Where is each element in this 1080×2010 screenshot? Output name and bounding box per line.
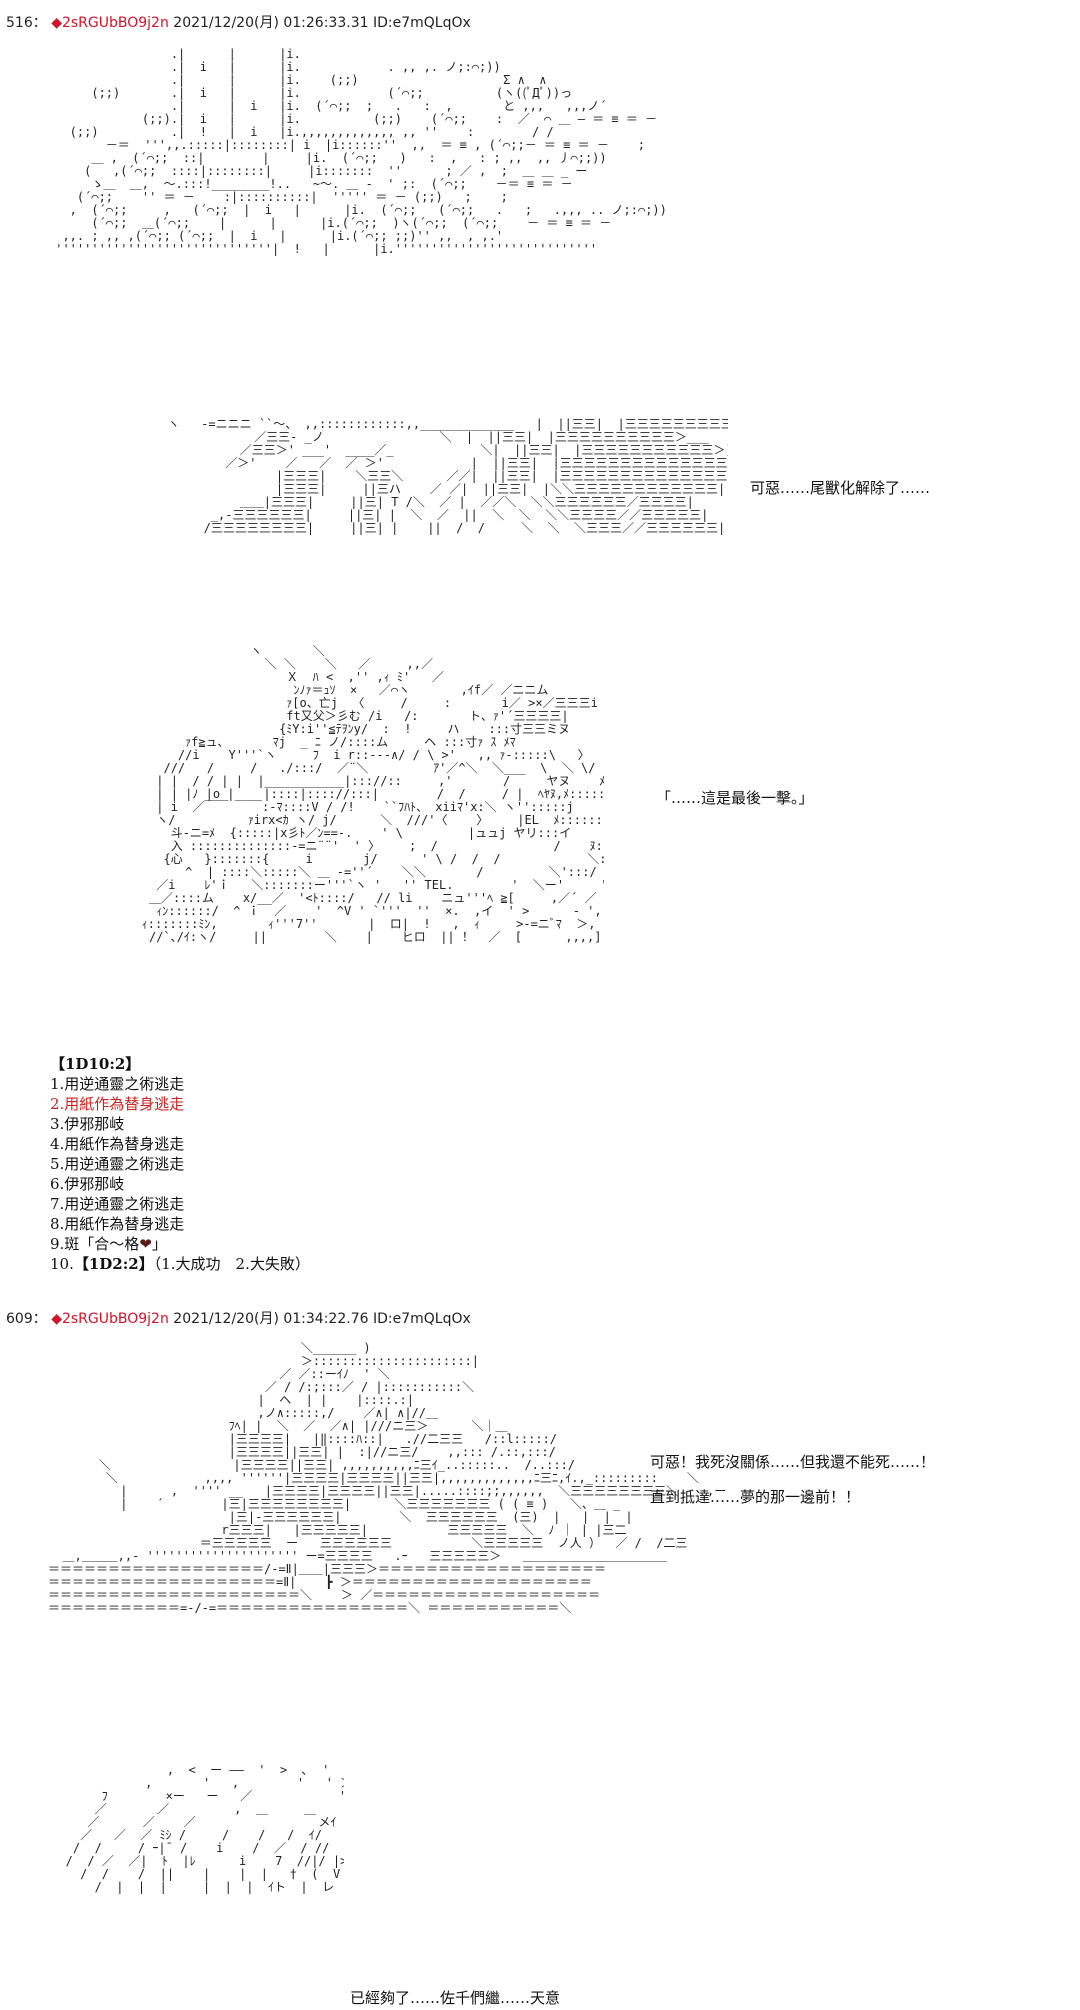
ascii-art-scene-madara: ヽ ＼ ＼ ＼ ＼ ／ ,,／ Ｘ ﾊ < ,'' ,ｨ ﾐ' ／ ﾝﾉｧ＝ｭｿ…: [141, 645, 604, 944]
ascii-art-scene-bijuu: ヽ ‐=ニニニ ``～、 ,,::::::::::::,,___________…: [167, 418, 728, 535]
choice-item-3: 3.伊邪那岐: [50, 1115, 125, 1133]
dialogue-line-2: 「……這是最後一擊。」: [656, 789, 814, 807]
dialogue-line-3a: 可惡！我死沒關係……但我還不能死……！: [650, 1453, 936, 1471]
choice-item-2-selected: 2.用紙作為替身逃走: [50, 1095, 185, 1113]
choice-item-10-label: 10.: [50, 1255, 74, 1273]
ascii-art-scene-kneeling: ＼______ ) ＞::::::::::::::::::::::| ／ ／::…: [48, 1342, 727, 1615]
ascii-art-scene-smoke: .| | |i. .| i | |i. . ,, ,. ノ;:⌒;)) .| |…: [55, 48, 667, 256]
choice-item-10: 10.【1D2:2】（1.大成功 2.大失敗）: [50, 1254, 310, 1274]
post-header-609: 609： ◆2sRGUbBO9j2n 2021/12/20(月) 01:34:2…: [6, 1310, 471, 1328]
post-separator: ：: [32, 1311, 47, 1327]
choice-item-1: 1.用逆通靈之術逃走: [50, 1075, 185, 1093]
post-number: 609: [6, 1311, 33, 1327]
trip-diamond-icon: ◆: [51, 15, 62, 31]
dice-choice-list: 【1D10:2】 1.用逆通靈之術逃走 2.用紙作為替身逃走 3.伊邪那岐 4.…: [50, 1054, 310, 1274]
choice-item-9: 9.斑「合～格❤」: [50, 1234, 310, 1254]
choice-item-8: 8.用紙作為替身逃走: [50, 1215, 185, 1233]
dialogue-line-3b: 直到抵達……夢的那一邊前！！: [650, 1488, 861, 1506]
choice-item-10-dice: 【1D2:2】: [73, 1255, 154, 1273]
dice-result-title: 【1D10:2】: [50, 1055, 141, 1073]
post-number: 516: [6, 15, 33, 31]
dialogue-line-4: 已經夠了……佐千們繼……天意: [350, 1989, 561, 2007]
choice-item-10-tail: （1.大成功 2.大失敗）: [153, 1255, 310, 1273]
choice-item-6: 6.伊邪那岐: [50, 1175, 125, 1193]
post-header-516: 516： ◆2sRGUbBO9j2n 2021/12/20(月) 01:26:3…: [6, 14, 471, 32]
post-separator: ：: [32, 15, 47, 31]
choice-item-9-tail: 」: [151, 1235, 167, 1253]
post-datetime: 2021/12/20(月) 01:34:22.76: [173, 1311, 369, 1327]
trip-diamond-icon: ◆: [51, 1311, 62, 1327]
trip-code: 2sRGUbBO9j2n: [61, 15, 169, 31]
ascii-art-scene-closeup: , < ー ―― ' > ､ ' ' , ' , ' ' ＞ ､ ﾌ ×ー ー …: [65, 1764, 344, 1894]
dialogue-line-1: 可惡……尾獸化解除了……: [750, 479, 931, 497]
post-id: ID:e7mQLqOx: [372, 1311, 471, 1327]
post-id: ID:e7mQLqOx: [372, 15, 471, 31]
heart-icon: ❤: [139, 1235, 152, 1253]
choice-item-5: 5.用逆通靈之術逃走: [50, 1155, 185, 1173]
choice-item-7: 7.用逆通靈之術逃走: [50, 1195, 185, 1213]
trip-code: 2sRGUbBO9j2n: [61, 1311, 169, 1327]
choice-item-9-text: 9.斑「合～格: [50, 1235, 140, 1253]
choice-item-4: 4.用紙作為替身逃走: [50, 1135, 185, 1153]
post-datetime: 2021/12/20(月) 01:26:33.31: [173, 15, 369, 31]
